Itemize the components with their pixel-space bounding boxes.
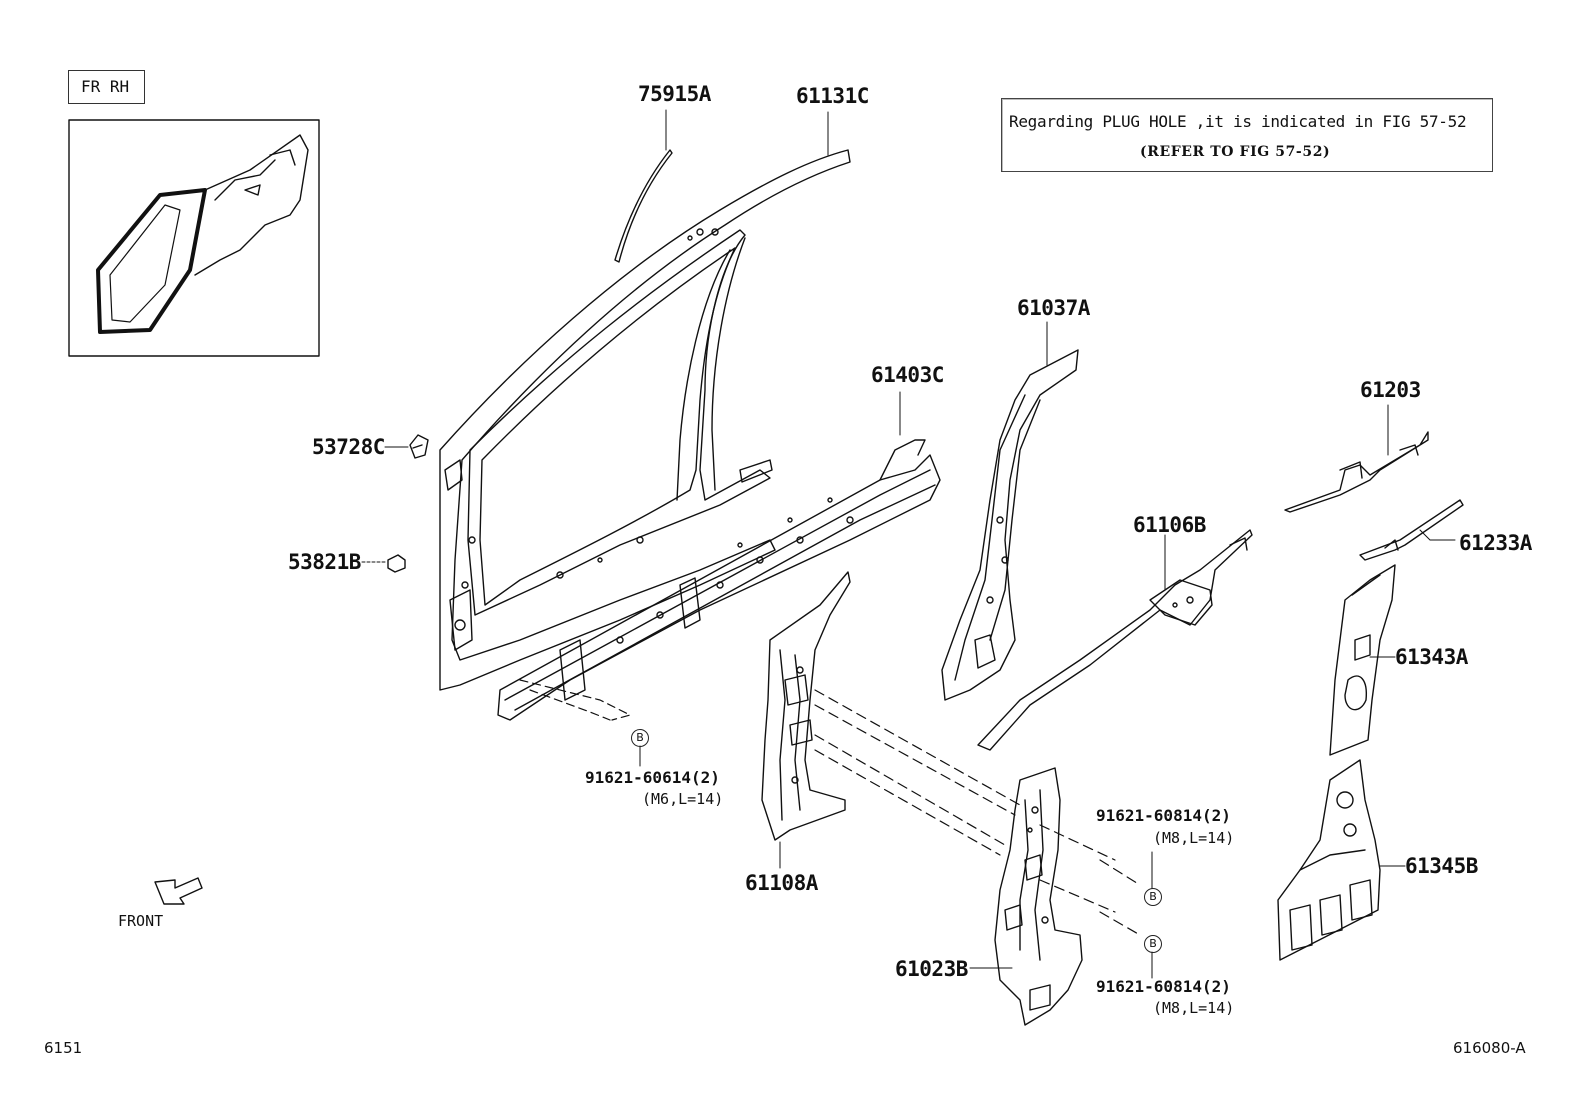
part-61403C-shape — [497, 439, 941, 721]
illustration-code: 616080-A — [1453, 1039, 1526, 1057]
part-label-61023B[interactable]: 61023B — [895, 957, 968, 981]
part-label-61108A[interactable]: 61108A — [745, 871, 818, 895]
part-label-61203[interactable]: 61203 — [1360, 378, 1421, 402]
part-label-61106B[interactable]: 61106B — [1133, 513, 1206, 537]
bolt-spec-m8-upper: (M8,L=14) — [1153, 829, 1235, 847]
part-label-53821B[interactable]: 53821B — [288, 550, 361, 574]
part-61106B-shape — [977, 529, 1253, 751]
part-61108A-shape — [761, 571, 851, 841]
bolt-marker-b: B — [1144, 888, 1162, 906]
part-53821B-shape — [387, 554, 406, 573]
part-label-75915A[interactable]: 75915A — [638, 82, 711, 106]
part-53728C-shape — [409, 434, 429, 459]
part-label-61233A[interactable]: 61233A — [1459, 531, 1532, 555]
part-75915A-shape — [614, 149, 673, 263]
part-label-61403C[interactable]: 61403C — [871, 363, 944, 387]
plug-hole-note-box — [1001, 98, 1493, 172]
part-61037A-shape — [941, 349, 1079, 701]
part-61343A-shape — [1329, 564, 1396, 756]
part-61131C-shape — [439, 149, 851, 691]
part-label-61345B[interactable]: 61345B — [1405, 854, 1478, 878]
bolt-label-91621-60814-lower[interactable]: 91621-60814(2) — [1096, 977, 1231, 996]
plug-hole-reference: (REFER TO FIG 57-52) — [1140, 144, 1331, 160]
part-label-61037A[interactable]: 61037A — [1017, 296, 1090, 320]
inset-frame — [68, 119, 320, 357]
inset-label: FR RH — [81, 77, 130, 96]
bolt-spec-m6: (M6,L=14) — [642, 790, 724, 808]
bolt-marker-b: B — [1144, 935, 1162, 953]
inset-side-panel-sketch — [96, 134, 309, 334]
bolt-label-91621-60814-upper[interactable]: 91621-60814(2) — [1096, 806, 1231, 825]
bolt-spec-m8-lower: (M8,L=14) — [1153, 999, 1235, 1017]
inset-label-box: FR RH — [68, 70, 145, 104]
bolt-label-91621-60614[interactable]: 91621-60614(2) — [585, 768, 720, 787]
front-label: FRONT — [118, 912, 164, 930]
part-label-53728C[interactable]: 53728C — [312, 435, 385, 459]
part-61203-shape — [1284, 431, 1429, 513]
part-label-61343A[interactable]: 61343A — [1395, 645, 1468, 669]
plug-hole-note: Regarding PLUG HOLE ,it is indicated in … — [1009, 112, 1467, 131]
part-61345B-shape — [1277, 759, 1381, 961]
part-61023B-shape — [994, 767, 1083, 1026]
bolt-marker-b: B — [631, 729, 649, 747]
figure-number: 6151 — [44, 1039, 83, 1057]
part-61233A-shape — [1359, 499, 1464, 561]
part-label-61131C[interactable]: 61131C — [796, 84, 869, 108]
front-arrow-icon — [154, 877, 203, 905]
